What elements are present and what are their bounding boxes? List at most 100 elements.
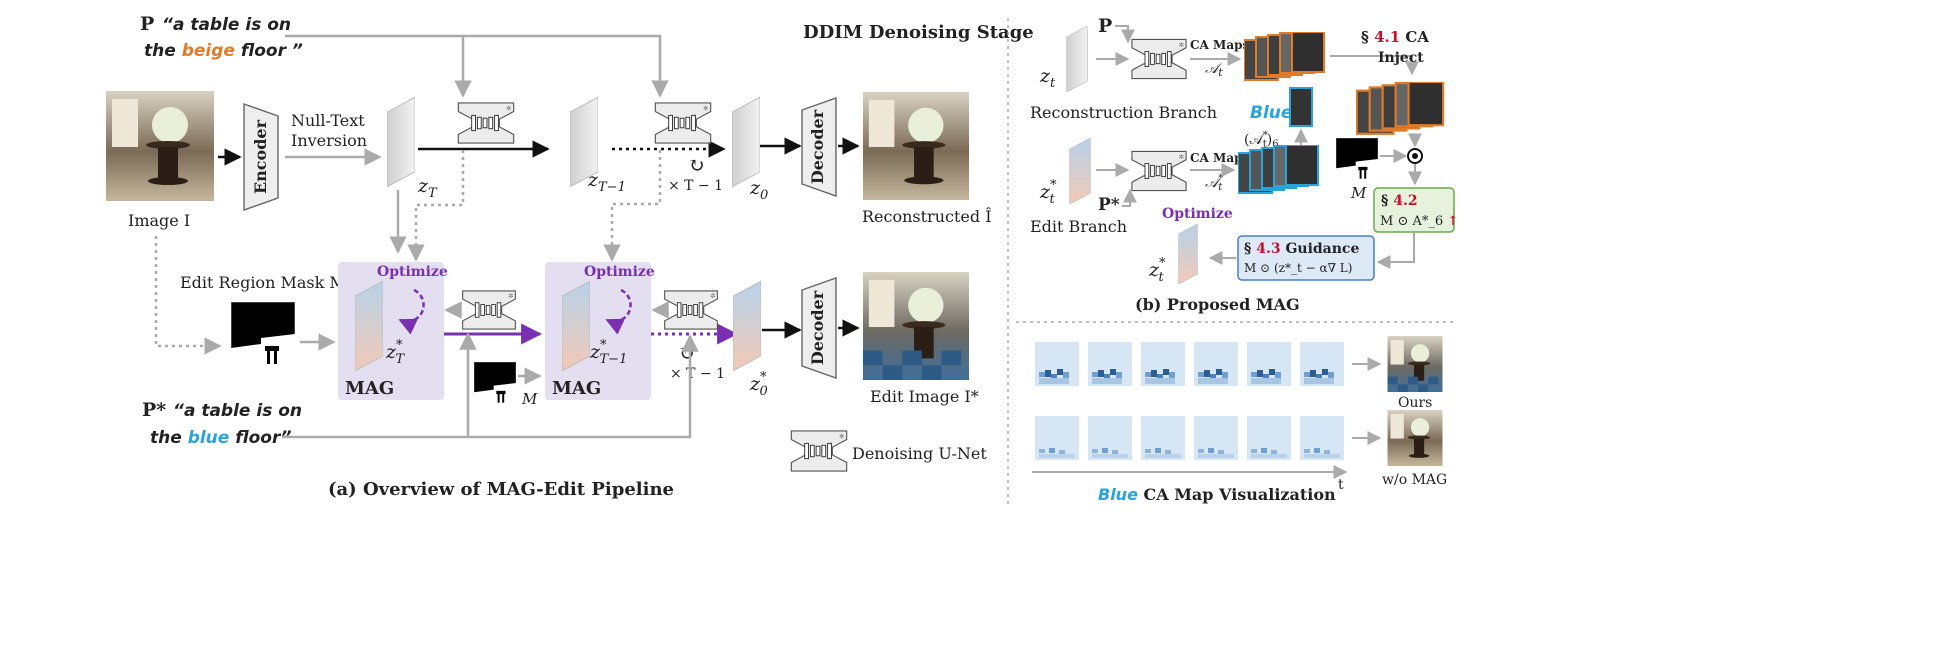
stage-title: DDIM Denoising Stage — [803, 22, 1034, 43]
ca-map-ours — [1035, 342, 1079, 386]
input-image — [106, 91, 214, 201]
sec42-to-sec43-arrow — [1376, 232, 1415, 269]
unet2-to-mag2-dotted — [603, 150, 662, 262]
repeat-top-label: × T − 1 — [668, 178, 723, 194]
panel-b-mask-label: M — [1350, 184, 1367, 202]
unet-to-mag-dotted — [407, 150, 465, 262]
reconstructed-label: Reconstructed Î — [862, 206, 992, 226]
latent-zTs-label: z*T — [385, 338, 406, 367]
ca-map-wo — [1141, 416, 1185, 460]
encoder-block — [243, 103, 279, 211]
ca-map-ours — [1088, 342, 1132, 386]
ours-label: Ours — [1398, 395, 1432, 411]
prompt-edit-line1: “a table is on — [173, 401, 302, 421]
panel-b-mask — [1336, 138, 1378, 180]
reconstructed-image — [862, 92, 970, 200]
prompt-edit-keyword: blue — [188, 428, 230, 448]
panel-b-caption: (b) Proposed MAG — [1135, 295, 1300, 314]
ca-maps-blue-stack — [1238, 145, 1319, 194]
panel-b-p-top: P — [1098, 15, 1112, 37]
elementwise-product-dot — [1412, 153, 1418, 159]
latent-zT — [387, 96, 415, 188]
loop-icon: ↻ — [688, 153, 705, 177]
legend-unet-icon — [790, 430, 848, 472]
ca-map-wo — [1088, 416, 1132, 460]
wo-result-image — [1387, 410, 1443, 466]
panel-b: P zt CA Maps 𝒜t § 4.1 CA Inject Reconstr… — [1030, 15, 1459, 314]
ca-map-wo — [1194, 416, 1238, 460]
latent-z0s-label: z*0 — [749, 370, 768, 399]
mag-2-optimize-loop-icon — [605, 288, 632, 335]
panel-a-caption: (a) Overview of MAG-Edit Pipeline — [328, 479, 674, 500]
edit-branch-label: Edit Branch — [1030, 217, 1127, 236]
ca-map-wo — [1035, 416, 1079, 460]
mag-2-label: MAG — [552, 378, 601, 399]
panel-c-caption: Blue CA Map Visualization — [1098, 485, 1336, 504]
a-ts-label: 𝒜*t — [1205, 173, 1223, 193]
prompt-edit-line2: the blue floor” — [150, 428, 292, 448]
latent-zT1-label: zT−1 — [587, 169, 626, 195]
unet-icon — [1131, 150, 1187, 192]
reconstruction-branch-label: Reconstruction Branch — [1030, 103, 1217, 122]
latent-zt-label: zt — [1039, 65, 1056, 91]
sec42-formula: M ⊙ A*_6 ↑ — [1380, 214, 1459, 229]
unet-icon — [654, 102, 712, 144]
mask-small-label: M — [521, 390, 538, 408]
edit-image — [862, 272, 970, 380]
mask-label: Edit Region Mask M — [180, 273, 346, 292]
sec42-label: § 4.2 — [1381, 193, 1418, 209]
unet-icon — [457, 102, 515, 144]
null-text-label-1: Null-Text — [291, 111, 365, 130]
prompt-source-line2: the beige floor ” — [144, 41, 303, 61]
panel-a: P “a table is on the beige floor ” DDIM … — [106, 13, 1034, 500]
blue-word-label: Blue — [1250, 103, 1292, 123]
a-t-label: 𝒜t — [1205, 61, 1223, 79]
ca-map-wo — [1247, 416, 1291, 460]
ca-map-wo — [1300, 416, 1344, 460]
prompt-source-line — [285, 34, 669, 98]
latent-zT1s — [562, 280, 590, 372]
input-image-label: Image I — [128, 211, 190, 230]
inject-label: Inject — [1378, 50, 1424, 66]
inject-arrow — [1330, 55, 1419, 76]
decoder-block-top — [801, 97, 837, 197]
repeat-bottom-label: × T − 1 — [670, 366, 725, 382]
ours-result-image — [1387, 336, 1443, 392]
pstar-to-unet-arrow — [1122, 188, 1137, 207]
ca-map-ours — [1247, 342, 1291, 386]
mag-1-optimize-loop-icon — [398, 288, 425, 335]
latent-zTs — [355, 280, 383, 372]
latent-zts — [1069, 138, 1091, 204]
mag-1-label: MAG — [345, 378, 394, 399]
mag-1-optimize-label: Optimize — [377, 264, 448, 280]
sec43-formula: M ⊙ (z*_t − α∇ L) — [1244, 261, 1352, 275]
latent-zT-label: zT — [417, 175, 438, 201]
wo-label: w/o MAG — [1382, 472, 1447, 488]
legend-unet-label: Denoising U-Net — [852, 444, 987, 463]
unet-icon — [664, 290, 718, 330]
ca-map-ours — [1300, 342, 1344, 386]
null-text-label-2: Inversion — [291, 131, 367, 150]
prompt-source-keyword: beige — [182, 41, 235, 61]
ca-map-6 — [1289, 87, 1313, 127]
ca-maps-top-label: CA Maps — [1190, 38, 1249, 52]
ca-map-ours — [1194, 342, 1238, 386]
ca-map-ours — [1141, 342, 1185, 386]
unet-icon — [1131, 38, 1187, 80]
latent-zts-out-label: z*t — [1148, 256, 1166, 285]
panel-b-p-edit: P* — [1098, 195, 1120, 215]
edit-image-label: Edit Image I* — [870, 387, 979, 406]
time-axis-label: t — [1338, 477, 1344, 493]
panel-b-optimize-label: Optimize — [1162, 206, 1233, 222]
sec41-label: § 4.1 CA — [1361, 28, 1429, 46]
decoder-label-top: Decoder — [808, 109, 827, 184]
edit-region-mask — [231, 302, 295, 366]
image-to-mask-dotted — [154, 236, 222, 355]
sec43-label: § 4.3 Guidance — [1244, 241, 1359, 257]
mag-2-optimize-label: Optimize — [584, 264, 655, 280]
decoder-block-bottom — [801, 277, 837, 379]
panel-c: Ours w/o MAG t Blue CA Map Visualization — [1032, 336, 1447, 504]
mask-small-icon — [474, 362, 516, 404]
loop-icon-bottom: ↻ — [678, 341, 695, 365]
